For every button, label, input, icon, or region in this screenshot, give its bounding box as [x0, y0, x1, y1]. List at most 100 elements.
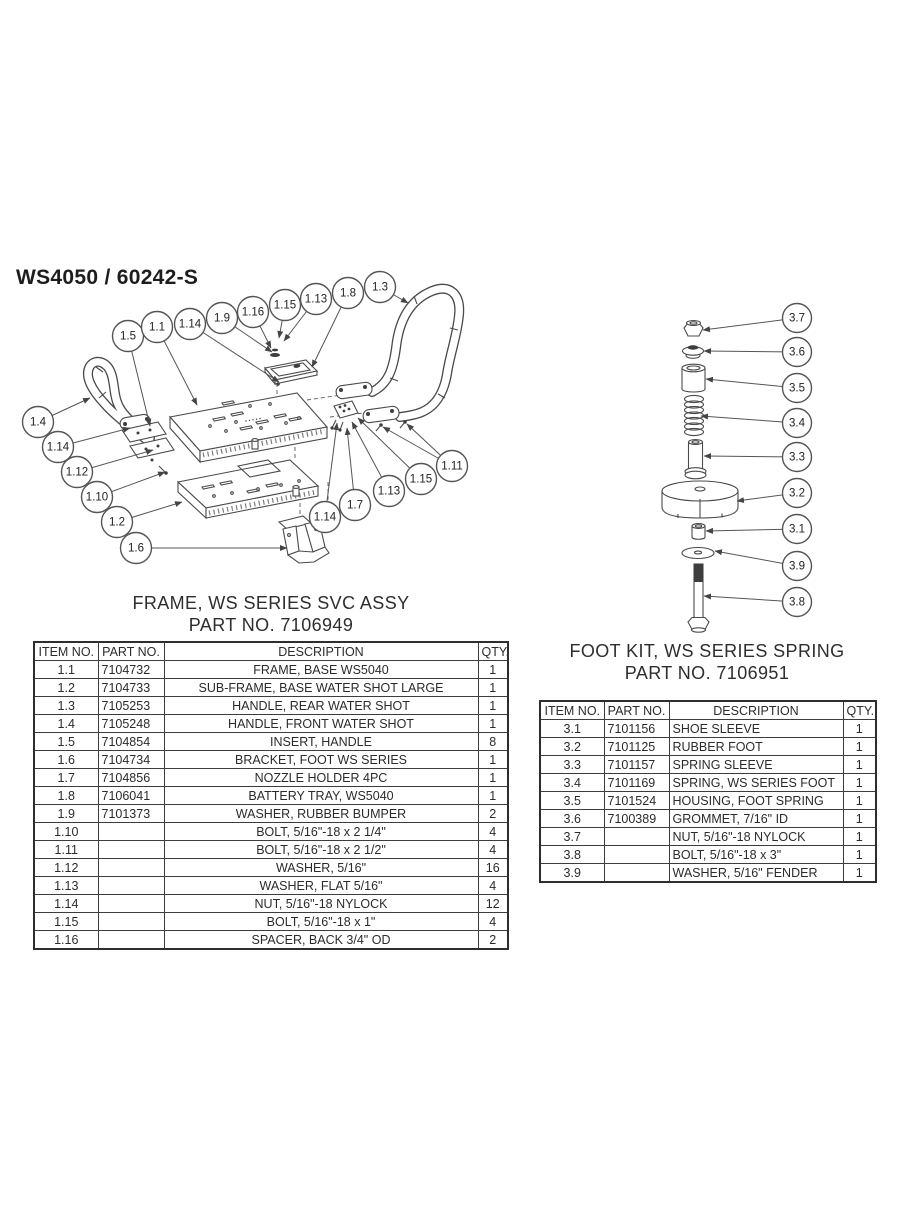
callout-label: 1.12 [66, 467, 88, 479]
cell-desc: HANDLE, REAR WATER SHOT [163, 696, 479, 715]
housing-drawing [681, 363, 706, 393]
callout-label: 3.6 [789, 347, 805, 359]
cell-qty: 1 [477, 660, 509, 679]
cell-qty: 16 [477, 858, 509, 877]
cell-qty: 1 [842, 737, 877, 756]
callout-label: 3.8 [789, 597, 805, 609]
cell-part [97, 876, 165, 895]
cell-part: 7106041 [97, 786, 165, 805]
callout-balloon [60, 455, 94, 489]
callout-balloon [435, 449, 469, 483]
cell-qty: 1 [842, 845, 877, 864]
cell-qty: 4 [477, 822, 509, 841]
right-mount-hardware-drawing [330, 381, 407, 432]
callout-label: 1.7 [347, 500, 363, 512]
callout-label: 3.4 [789, 418, 806, 430]
cell-qty: 4 [477, 840, 509, 859]
callout-balloon [781, 441, 813, 473]
rubber-foot-drawing [661, 480, 739, 519]
callout-label: 1.14 [179, 319, 202, 331]
cell-part [97, 894, 165, 913]
cell-item: 1.5 [33, 732, 99, 751]
callout-balloon [308, 500, 342, 534]
callout-label: 1.15 [274, 300, 296, 312]
callout-balloon [338, 488, 372, 522]
leader-line [700, 413, 798, 424]
callout-balloon [100, 505, 134, 539]
callout-label: 1.3 [372, 282, 388, 294]
callout-label: 1.4 [30, 417, 47, 429]
frame-exploded-diagram: 1.51.11.141.91.161.151.131.81.31.41.141.… [21, 270, 469, 565]
callout-balloon [372, 474, 406, 508]
callout-balloon [404, 462, 438, 496]
cell-qty: 1 [477, 768, 509, 787]
callout-label: 3.9 [789, 561, 805, 573]
cell-item: 1.13 [33, 876, 99, 895]
cell-qty: 2 [477, 804, 509, 823]
cell-item: 1.2 [33, 678, 99, 697]
foot-kit-part-no: PART NO. 7106951 [624, 663, 790, 683]
callout-label: 1.1 [149, 322, 165, 334]
cell-desc: BOLT, 5/16"-18 x 2 1/4" [163, 822, 479, 841]
cell-part: 7101157 [603, 755, 670, 774]
cell-item: 1.14 [33, 894, 99, 913]
callout-balloon [363, 270, 397, 304]
sub-frame-drawing [176, 459, 320, 520]
callout-label: 1.6 [128, 543, 144, 555]
callout-balloon [173, 307, 207, 341]
cell-part: 7105248 [97, 714, 165, 733]
cell-part: 7104733 [97, 678, 165, 697]
cell-item: 1.16 [33, 930, 99, 950]
leader-line [703, 593, 798, 603]
nut-drawing [683, 319, 704, 337]
callout-label: 3.1 [789, 524, 805, 536]
cell-desc: NUT, 5/16"-18 NYLOCK [163, 894, 479, 913]
spring-drawing [683, 394, 705, 437]
cell-part: 7104732 [97, 660, 165, 679]
cell-item: 3.4 [539, 773, 605, 792]
cell-item: 1.3 [33, 696, 99, 715]
callout-balloon [111, 319, 145, 353]
frame-assembly-name: FRAME, WS SERIES SVC ASSY [132, 593, 410, 613]
cell-part: 7104856 [97, 768, 165, 787]
column-header: QTY. [842, 700, 877, 720]
frame-assembly-part-no: PART NO. 7106949 [188, 615, 354, 635]
column-header: PART NO. [603, 700, 670, 720]
cell-qty: 1 [477, 786, 509, 805]
cell-desc: SPRING, WS SERIES FOOT [668, 773, 844, 792]
cell-item: 3.5 [539, 791, 605, 810]
callout-label: 1.5 [120, 331, 136, 343]
callout-balloon [236, 295, 270, 329]
cell-part: 7101125 [603, 737, 670, 756]
cell-desc: WASHER, 5/16" [163, 858, 479, 877]
cell-qty: 1 [477, 696, 509, 715]
cell-desc: BOLT, 5/16"-18 x 1" [163, 912, 479, 931]
cell-desc: BATTERY TRAY, WS5040 [163, 786, 479, 805]
cell-desc: BOLT, 5/16"-18 x 2 1/2" [163, 840, 479, 859]
callout-label: 1.14 [47, 442, 70, 454]
callout-label: 1.9 [214, 313, 230, 325]
cell-desc: WASHER, 5/16" FENDER [668, 863, 844, 883]
column-header: DESCRIPTION [668, 700, 844, 720]
cell-part [603, 863, 670, 883]
cell-qty: 4 [477, 912, 509, 931]
base-plate-drawing [168, 392, 329, 464]
callout-balloon [80, 480, 114, 514]
cell-qty: 1 [842, 719, 877, 738]
cell-qty: 1 [477, 678, 509, 697]
page-title: WS4050 / 60242-S [16, 266, 199, 289]
leader-line [703, 453, 798, 460]
